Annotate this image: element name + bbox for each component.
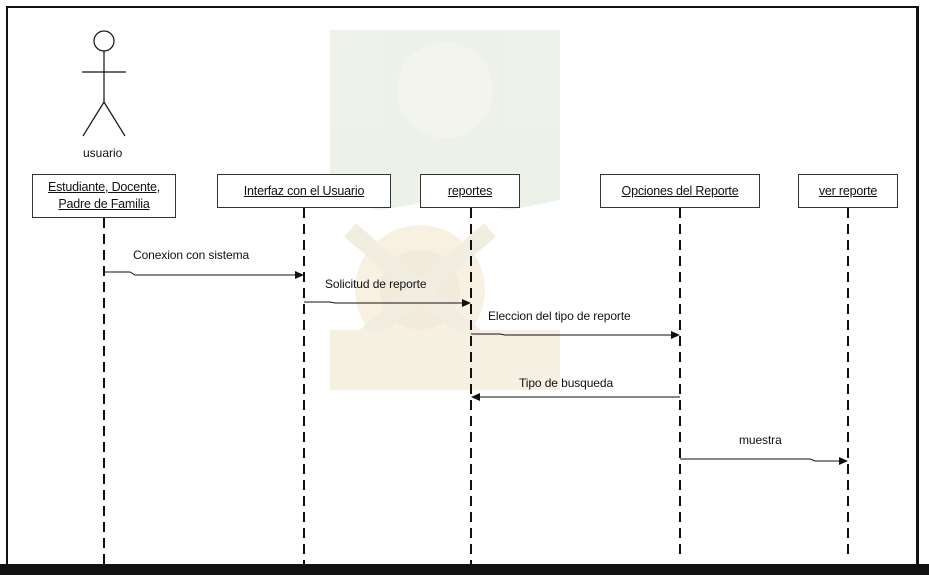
message-arrow-2 bbox=[304, 301, 462, 304]
arrowhead-1 bbox=[295, 271, 304, 279]
message-label-4: Tipo de busqueda bbox=[519, 376, 614, 390]
message-arrow-5 bbox=[680, 458, 839, 462]
watermark-emblem bbox=[330, 30, 560, 390]
actor-label: usuario bbox=[83, 146, 123, 160]
message-label-5: muestra bbox=[739, 433, 782, 447]
lifeline-box-opciones: Opciones del Reporte bbox=[600, 174, 760, 208]
lifeline-box-ver: ver reporte bbox=[798, 174, 898, 208]
bottom-border-strip bbox=[0, 564, 929, 575]
lifeline-label-ver: ver reporte bbox=[818, 183, 878, 198]
message-label-3: Eleccion del tipo de reporte bbox=[488, 309, 631, 323]
lifeline-label-estudiante-1: Estudiante, Docente, bbox=[47, 180, 161, 194]
lifeline-label-reportes: reportes bbox=[447, 183, 493, 198]
lifeline-box-estudiante: Estudiante, Docente, Padre de Familia bbox=[32, 174, 176, 218]
arrowhead-2 bbox=[462, 299, 471, 307]
lifeline-label-interfaz: Interfaz con el Usuario bbox=[243, 183, 365, 198]
message-label-1: Conexion con sistema bbox=[133, 248, 250, 262]
lifeline-box-reportes: reportes bbox=[420, 174, 520, 208]
arrowhead-5 bbox=[839, 457, 848, 465]
lifeline-box-interfaz: Interfaz con el Usuario bbox=[217, 174, 391, 208]
arrowhead-4 bbox=[471, 393, 480, 401]
actor-stick-figure bbox=[82, 30, 126, 137]
message-label-2: Solicitud de reporte bbox=[325, 277, 427, 291]
lifeline-label-opciones: Opciones del Reporte bbox=[621, 183, 739, 198]
arrowhead-3 bbox=[671, 331, 680, 339]
lifeline-label-estudiante-2: Padre de Familia bbox=[58, 197, 150, 211]
message-arrow-3 bbox=[471, 333, 671, 336]
message-arrow-1 bbox=[104, 271, 295, 276]
diagram-border bbox=[6, 6, 919, 566]
